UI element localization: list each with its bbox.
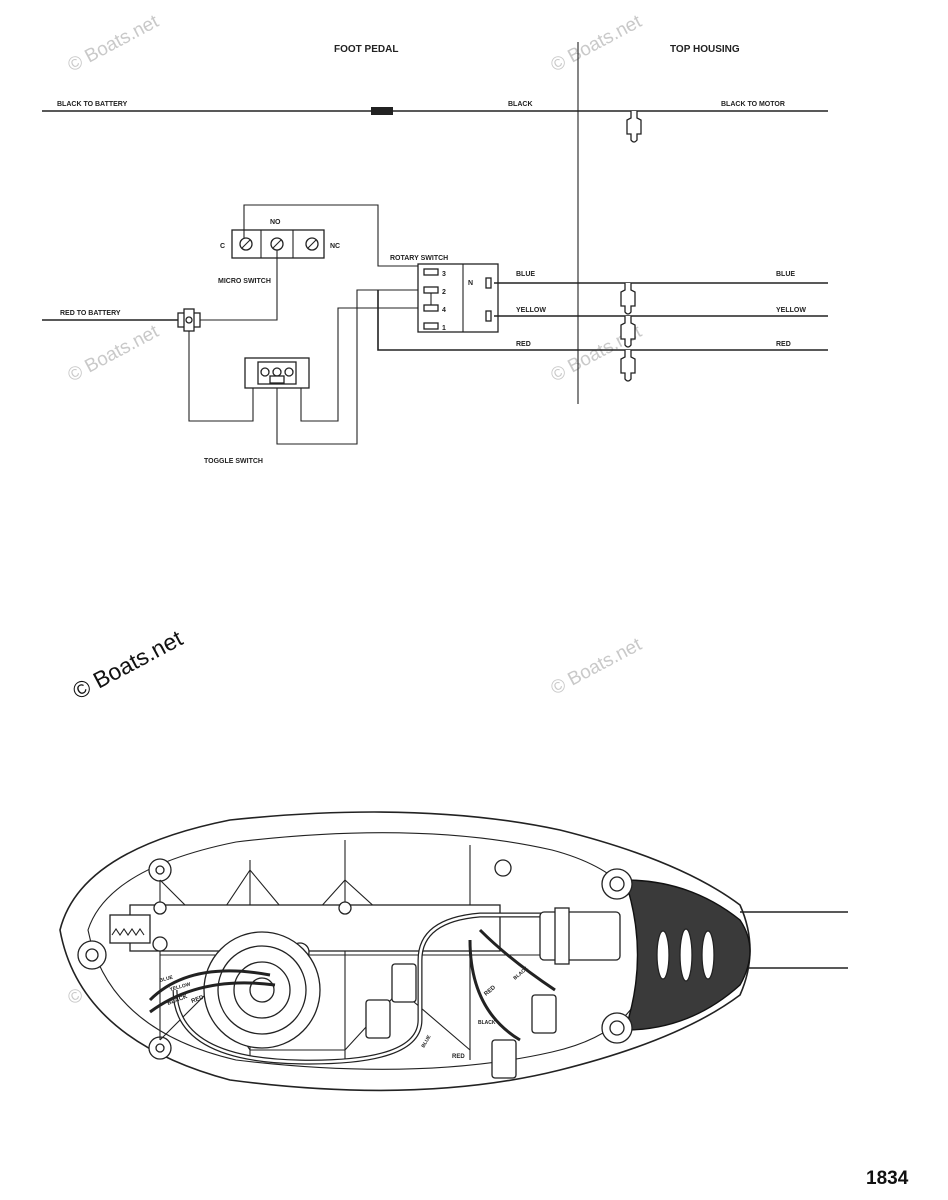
mount-boss — [609, 1020, 625, 1036]
label-blue-right: BLUE — [776, 271, 795, 278]
splice-icon — [371, 107, 393, 115]
bar-bolt — [338, 901, 352, 915]
toggle-switch — [244, 357, 310, 389]
mount-boss — [155, 1043, 165, 1053]
gear-rack — [109, 914, 151, 944]
label-rotary-switch: ROTARY SWITCH — [390, 255, 448, 262]
harness-loop-inner — [173, 913, 545, 1064]
pedal-label-black-3: BLACK — [478, 1020, 496, 1026]
section-top-housing: TOP HOUSING — [670, 44, 740, 55]
rotary-pin-3: 3 — [442, 271, 446, 278]
label-micro-switch: MICRO SWITCH — [218, 278, 271, 285]
pedal-label-yellow: YELLOW — [169, 982, 191, 993]
wire-toggle-to-rotary-b — [300, 307, 420, 422]
label-rotary-n: N — [468, 280, 473, 287]
label-red-to-battery: RED TO BATTERY — [60, 310, 121, 317]
watermark-5: © Boats.net — [547, 634, 645, 700]
label-red-right: RED — [776, 341, 791, 348]
watermark-main: © Boats.net — [68, 625, 187, 705]
bullet-connector-icon — [620, 283, 636, 315]
mount-boss — [155, 865, 165, 875]
label-blue-left: BLUE — [516, 271, 535, 278]
wire-micro-to-rotary — [243, 204, 420, 267]
schematic: FOOT PEDAL TOP HOUSING BLACK TO BATTERY … — [42, 42, 828, 465]
pedal-clamp — [554, 907, 570, 965]
bullet-connector-icon — [626, 111, 642, 143]
label-black-to-motor: BLACK TO MOTOR — [721, 101, 785, 108]
mount-boss — [85, 948, 99, 962]
mount-boss — [494, 859, 512, 877]
pivot-bar — [129, 904, 501, 952]
rotary-pin-1: 1 — [442, 325, 446, 332]
section-foot-pedal: FOOT PEDAL — [334, 44, 398, 55]
pedal-plug — [539, 911, 621, 961]
label-micro-c: C — [220, 243, 225, 250]
harness-wires — [149, 981, 276, 1014]
bar-bolt — [153, 901, 167, 915]
bullet-connector-icon — [620, 350, 636, 382]
harness-wires — [148, 969, 271, 1002]
bullet-connector-icon — [365, 999, 391, 1039]
foot-pedal-illustration: BLUE YELLOW BLACK RED RED RED BLACK BLAC… — [59, 811, 848, 1092]
page-number: 1834 — [866, 1168, 909, 1189]
bullet-connector-icon — [491, 1039, 517, 1079]
harness-wires — [468, 939, 521, 1042]
harness-wires — [478, 928, 556, 992]
label-red-left: RED — [516, 341, 531, 348]
label-yellow-left: YELLOW — [516, 307, 546, 314]
pedal-label-blue: BLUE — [159, 974, 174, 983]
wire-red-to-toggle — [188, 331, 254, 422]
toe-slot — [679, 928, 693, 982]
watermark-3: © Boats.net — [64, 321, 162, 387]
micro-switch — [231, 229, 325, 259]
watermark-1: © Boats.net — [64, 11, 162, 77]
label-micro-no: NO — [270, 219, 281, 226]
bar-bolt — [152, 936, 168, 952]
label-black-to-battery: BLACK TO BATTERY — [57, 101, 128, 108]
rotary-pin-2: 2 — [442, 289, 446, 296]
label-toggle-switch: TOGGLE SWITCH — [204, 458, 263, 465]
label-micro-nc: NC — [330, 243, 340, 250]
splice-icon — [177, 308, 201, 332]
bullet-connector-icon — [391, 963, 417, 1003]
rotary-switch — [417, 263, 499, 333]
mount-boss — [609, 876, 625, 892]
bullet-connector-icon — [620, 316, 636, 348]
label-black: BLACK — [508, 101, 533, 108]
gear-rack — [111, 928, 145, 936]
wire-micro-to-red — [200, 250, 278, 321]
rotary-pin-4: 4 — [442, 307, 446, 314]
label-yellow-right: YELLOW — [776, 307, 806, 314]
watermark-2: © Boats.net — [547, 11, 645, 77]
pedal-label-red-3: RED — [452, 1054, 465, 1060]
toe-slot — [701, 930, 715, 980]
bullet-connector-icon — [531, 994, 557, 1034]
pedal-label-red-1: RED — [191, 995, 206, 1005]
red-wire — [377, 290, 828, 351]
toe-slot — [656, 930, 670, 980]
